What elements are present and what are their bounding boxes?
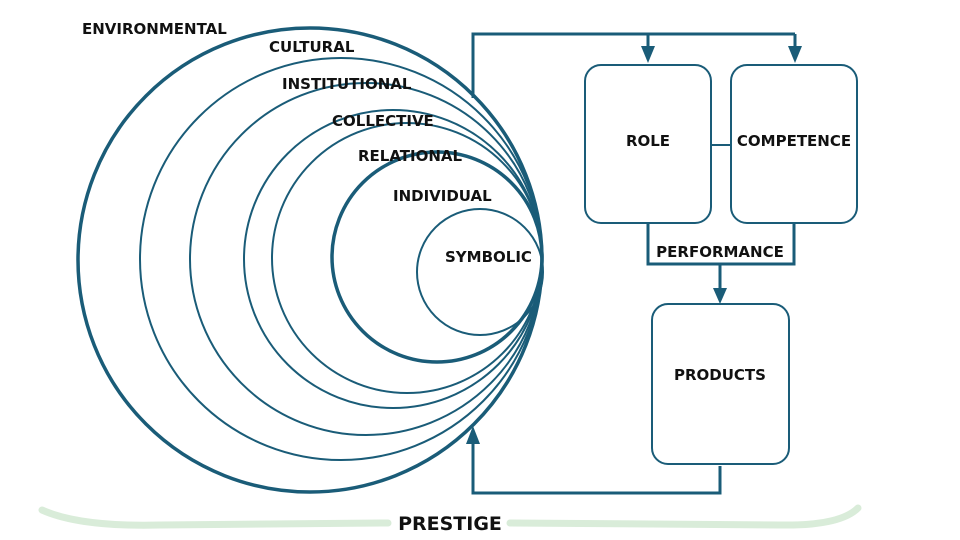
symbolic-circle bbox=[416, 208, 544, 336]
prestige-brace bbox=[38, 504, 862, 529]
top-connector-line bbox=[471, 32, 795, 98]
competence-label: COMPETENCE bbox=[737, 132, 851, 150]
relational-label: RELATIONAL bbox=[358, 147, 463, 165]
products-box bbox=[651, 303, 790, 465]
individual-label: INDIVIDUAL bbox=[393, 187, 492, 205]
prestige-label: PRESTIGE bbox=[398, 513, 502, 535]
products-arrowhead bbox=[713, 288, 727, 304]
institutional-label: INSTITUTIONAL bbox=[282, 75, 412, 93]
role-box bbox=[584, 64, 712, 224]
competence-box bbox=[730, 64, 858, 224]
role-arrowhead bbox=[641, 46, 655, 63]
feedback-line bbox=[471, 440, 722, 495]
feedback-arrowhead bbox=[466, 426, 480, 444]
performance-label: PERFORMANCE bbox=[656, 243, 784, 261]
environmental-label: ENVIRONMENTAL bbox=[82, 20, 227, 38]
cultural-label: CULTURAL bbox=[269, 38, 355, 56]
role-label: ROLE bbox=[626, 132, 670, 150]
collective-label: COLLECTIVE bbox=[332, 112, 434, 130]
products-label: PRODUCTS bbox=[674, 366, 766, 384]
symbolic-label: SYMBOLIC bbox=[445, 248, 532, 266]
competence-arrowhead bbox=[788, 46, 802, 63]
